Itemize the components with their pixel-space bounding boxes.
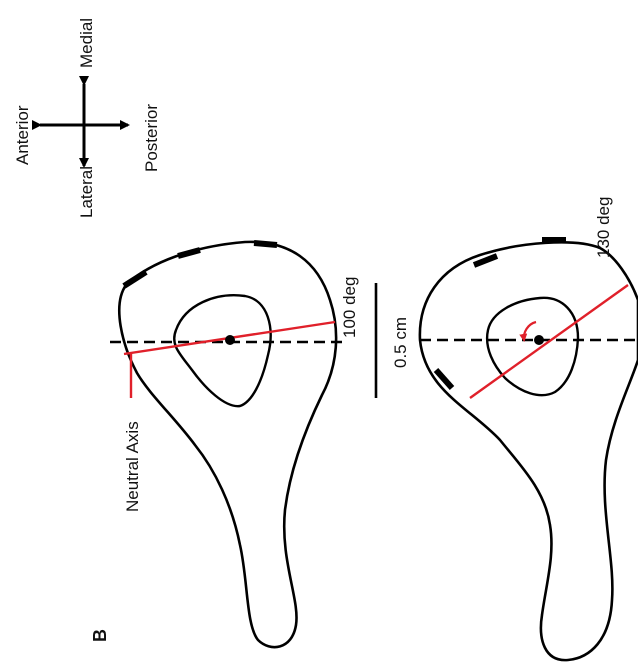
compass-label-posterior: Posterior — [142, 104, 161, 172]
right-medullary-cavity — [487, 298, 578, 395]
left-gauge-3 — [254, 243, 277, 245]
left-centroid-dot — [225, 335, 235, 345]
left-outer-outline — [119, 242, 336, 647]
right-outer-outline — [420, 242, 638, 660]
compass-label-medial: Medial — [77, 18, 96, 68]
right-angle-label: 130 deg — [594, 197, 613, 258]
neutral-axis-label: Neutral Axis — [123, 421, 142, 512]
right-cross-section: 130 deg — [420, 197, 638, 661]
compass-label-lateral: Lateral — [77, 166, 96, 218]
left-angle-label: 100 deg — [340, 277, 359, 338]
left-gauge-1 — [124, 272, 146, 286]
left-gauge-2 — [178, 250, 200, 256]
right-centroid-dot — [534, 335, 544, 345]
rotation-arrow-icon — [524, 322, 536, 340]
left-medullary-cavity — [174, 295, 270, 406]
scale-bar-label: 0.5 cm — [391, 317, 410, 368]
panel-label: B — [90, 629, 110, 642]
orientation-compass: Anterior Medial Lateral Posterior — [13, 18, 161, 218]
scale-bar: 0.5 cm — [376, 283, 410, 398]
compass-label-anterior: Anterior — [13, 105, 32, 165]
left-cross-section: Neutral Axis 100 deg — [110, 242, 359, 647]
right-gauge-1 — [474, 256, 497, 265]
right-neutral-axis-line — [470, 285, 628, 398]
